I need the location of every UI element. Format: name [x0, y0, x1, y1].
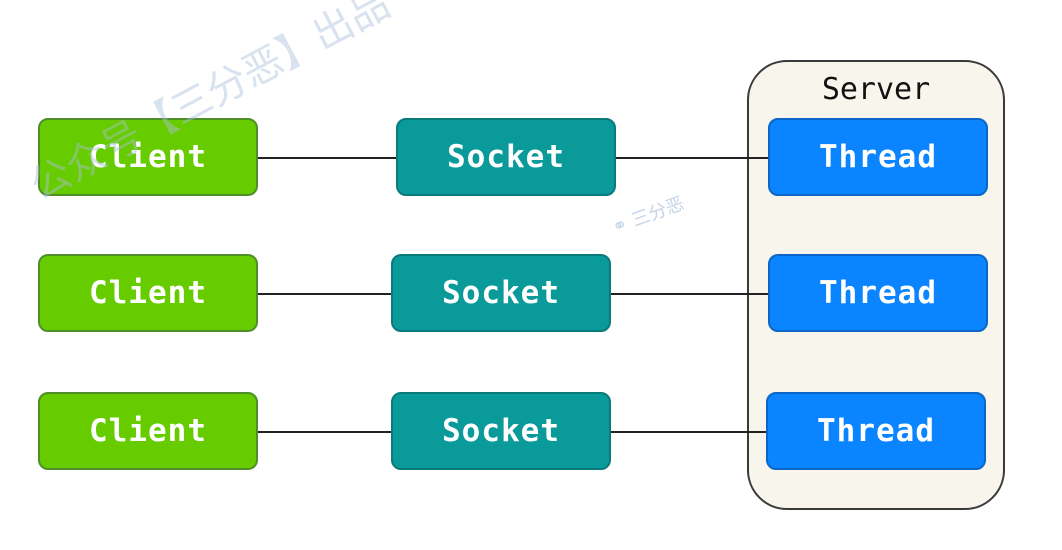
socket-node: Socket [396, 118, 616, 196]
wechat-icon: ⚭ [609, 213, 631, 239]
watermark-badge-label: 三分恶 [628, 193, 687, 232]
socket-node: Socket [391, 392, 611, 470]
client-node: Client [38, 254, 258, 332]
server-label: Server [821, 72, 931, 107]
thread-node: Thread [766, 392, 986, 470]
connector-socket-thread [610, 431, 768, 433]
thread-node: Thread [768, 254, 988, 332]
connector-client-socket [256, 293, 392, 295]
client-node: Client [38, 118, 258, 196]
watermark-badge: ⚭ 三分恶 [608, 189, 687, 239]
connector-socket-thread [610, 293, 770, 295]
connector-client-socket [256, 157, 398, 159]
connector-socket-thread [615, 157, 770, 159]
thread-node: Thread [768, 118, 988, 196]
socket-node: Socket [391, 254, 611, 332]
connector-client-socket [256, 431, 392, 433]
client-node: Client [38, 392, 258, 470]
